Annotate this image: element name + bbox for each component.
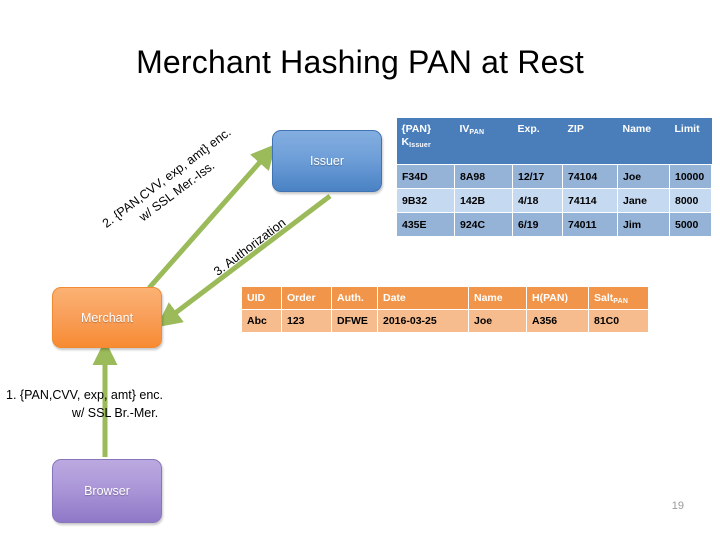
issuer-table-cell: Joe [617, 164, 670, 189]
issuer-table-cell: 9B32 [396, 188, 455, 213]
flow-label-step2-line1: 2. {PAN,CVV, exp, amt} enc. [99, 124, 234, 231]
merchant-table-col-3-label: Date [383, 292, 406, 304]
page-title: Merchant Hashing PAN at Rest [136, 44, 584, 80]
issuer-table-col-0-subline: K [401, 136, 410, 149]
issuer-table-col-1: IVPAN [454, 118, 513, 165]
node-issuer[interactable]: Issuer [272, 130, 382, 192]
issuer-table-cell: F34D [396, 164, 455, 189]
issuer-table-col-0-label: {PAN} [401, 123, 432, 135]
merchant-table-col-5: H(PAN) [526, 286, 589, 310]
flow-label-step1: 1. {PAN,CVV, exp, amt} enc. w/ SSL Br.-M… [2, 386, 228, 422]
merchant-table-col-0: UID [241, 286, 282, 310]
issuer-table-cell: 74011 [562, 212, 618, 237]
merchant-table-col-4: Name [468, 286, 527, 310]
issuer-table-cell: 8A98 [454, 164, 513, 189]
node-issuer-label: Issuer [309, 154, 345, 168]
node-merchant-label: Merchant [80, 310, 134, 325]
page-number: 19 [671, 500, 684, 512]
issuer-table-col-0-subscript: Issuer [409, 142, 431, 150]
issuer-table-cell: 10000 [669, 164, 712, 189]
merchant-table-cell: Joe [468, 309, 527, 333]
issuer-table-col-2: Exp. [512, 118, 563, 165]
flow-label-step3: 3. Authorization [185, 196, 315, 300]
issuer-table-col-5: Limit [669, 118, 712, 165]
merchant-table-col-6-subscript: PAN [613, 298, 629, 305]
issuer-table-col-5-label: Limit [674, 123, 700, 135]
flow-label-step1-line1: 1. {PAN,CVV, exp, amt} enc. [6, 388, 164, 402]
merchant-table-col-2: Auth. [331, 286, 378, 310]
issuer-table-cell: Jane [617, 188, 670, 213]
issuer-table-col-0: {PAN}KIssuer [396, 118, 455, 165]
issuer-table-cell: 74104 [562, 164, 618, 189]
merchant-table-col-1-label: Order [287, 292, 316, 304]
merchant-table-cell: DFWE [331, 309, 378, 333]
issuer-table-cell: 4/18 [512, 188, 563, 213]
merchant-table-header-row: UID Order Auth. Date Name H(PAN) SaltPAN [241, 286, 649, 310]
issuer-table-cell: 435E [396, 212, 455, 237]
merchant-table-col-0-label: UID [247, 292, 266, 304]
issuer-table-col-3-label: ZIP [567, 123, 584, 135]
issuer-table-cell: Jim [617, 212, 670, 237]
merchant-table-col-5-label: H(PAN) [532, 292, 568, 304]
merchant-table-cell: 123 [281, 309, 332, 333]
issuer-table-cell: 12/17 [512, 164, 563, 189]
flow-label-step2: 2. {PAN,CVV, exp, amt} enc. w/ SSL Mer.-… [82, 111, 262, 258]
issuer-table-col-1-label: IV [459, 123, 470, 135]
merchant-table-col-3: Date [377, 286, 469, 310]
flow-label-step1-line2: w/ SSL Br.-Mer. [71, 406, 159, 421]
issuer-table-cell: 142B [454, 188, 513, 213]
issuer-table-cell: 924C [454, 212, 513, 237]
issuer-table-col-3: ZIP [562, 118, 618, 165]
node-browser[interactable]: Browser [52, 459, 162, 523]
merchant-table-cell: A356 [526, 309, 589, 333]
merchant-table-cell: 2016-03-25 [377, 309, 469, 333]
merchant-table-col-6: SaltPAN [588, 286, 649, 310]
merchant-table-cell: Abc [241, 309, 282, 333]
issuer-table-col-4: Name [617, 118, 670, 165]
issuer-table-col-2-label: Exp. [517, 123, 540, 135]
flow-label-step3-line1: 3. Authorization [211, 215, 289, 279]
issuer-table-cell: 74114 [562, 188, 618, 213]
merchant-table-col-4-label: Name [474, 292, 503, 304]
node-browser-label: Browser [84, 484, 130, 498]
issuer-table-cell: 8000 [669, 188, 712, 213]
issuer-table-cell: 5000 [669, 212, 712, 237]
merchant-table-col-1: Order [281, 286, 332, 310]
issuer-table-col-4-label: Name [622, 123, 652, 135]
merchant-table-col-6-label: Salt [594, 292, 614, 304]
issuer-table-col-1-subscript: PAN [469, 129, 485, 136]
merchant-table-cell: 81C0 [588, 309, 649, 333]
node-merchant[interactable]: Merchant [52, 287, 162, 348]
merchant-table-col-2-label: Auth. [337, 292, 364, 304]
issuer-table-cell: 6/19 [512, 212, 563, 237]
